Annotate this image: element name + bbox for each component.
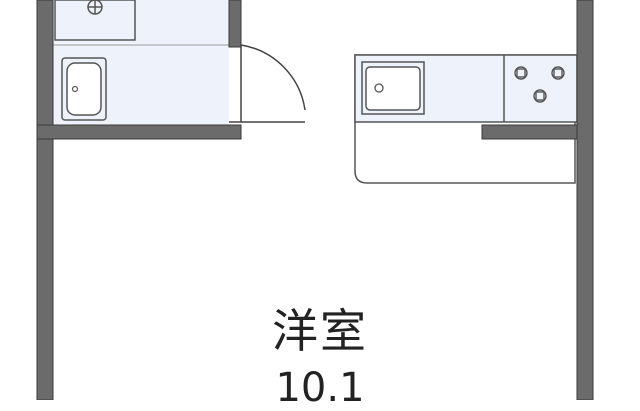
entry-door-icon bbox=[229, 44, 306, 123]
gas-stove-icon bbox=[514, 66, 565, 103]
kitchen-sink-icon bbox=[361, 61, 425, 115]
room-name: 洋室 bbox=[272, 304, 368, 358]
floor-drain-icon bbox=[87, 0, 103, 15]
room-size: 10.1 bbox=[275, 365, 365, 411]
washbasin-icon bbox=[61, 57, 107, 121]
walls bbox=[36, 0, 594, 400]
floorplan-drawing bbox=[36, 0, 594, 400]
